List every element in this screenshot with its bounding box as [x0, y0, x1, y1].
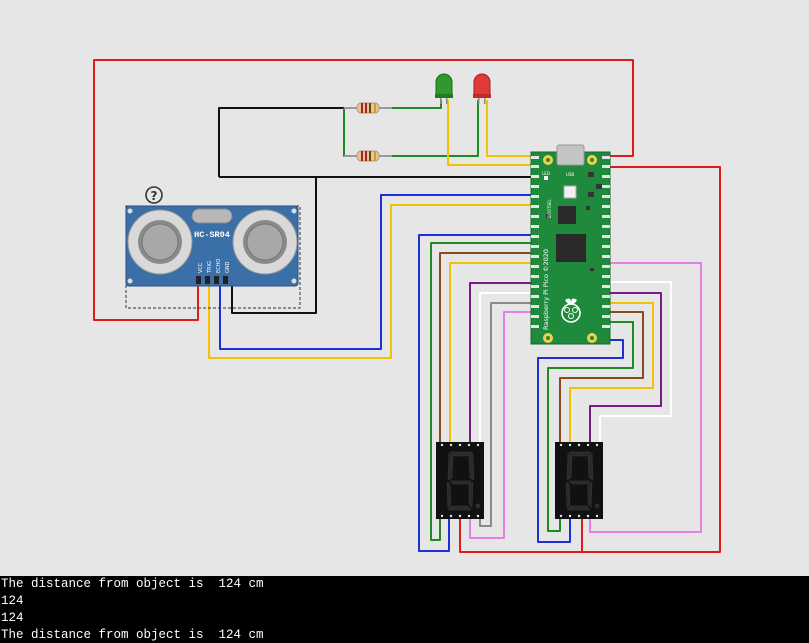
- pin-label-echo: ECHO: [216, 259, 222, 273]
- wire-yellow-led2[interactable]: [486, 100, 531, 157]
- wire-red-display1[interactable]: [459, 516, 720, 553]
- raspberry-logo: [561, 298, 581, 323]
- pin-label-vcc: VCC: [198, 262, 204, 273]
- wire-white-d1[interactable]: [479, 292, 531, 443]
- segments-1: [446, 451, 481, 511]
- wire-yellow-d1[interactable]: [449, 262, 531, 443]
- pico-smd: [546, 172, 602, 271]
- hc-sr04-sensor[interactable]: HC-SR04 VCC TRIG ECHO GND: [125, 205, 301, 309]
- seven-segment-display-2[interactable]: [555, 442, 603, 519]
- usb-label: USB: [566, 172, 574, 177]
- pico-pins-left: [531, 156, 539, 328]
- bootsel-label: BOOTSEL: [547, 199, 552, 218]
- serial-monitor[interactable]: The distance from object is 124 cm 124 1…: [0, 576, 809, 643]
- sensor-label: HC-SR04: [194, 230, 230, 240]
- wire-yellow-d2[interactable]: [569, 302, 654, 443]
- circuit-canvas[interactable]: HC-SR04 VCC TRIG ECHO GND ?: [0, 0, 809, 576]
- sensor-pin-labels: VCC TRIG ECHO GND: [198, 259, 231, 274]
- transducer-left: [127, 209, 193, 275]
- wire-blue-d2[interactable]: [537, 339, 624, 543]
- wire-blue-echo[interactable]: [219, 194, 531, 350]
- wire-gray-d1[interactable]: [479, 302, 531, 527]
- raspberry-pi-pico[interactable]: USB LED BOOTSEL Raspberry Pi Pico ©2020: [530, 144, 611, 345]
- pin-label-gnd: GND: [225, 261, 231, 273]
- led-green[interactable]: [435, 73, 453, 104]
- segments-2: [565, 451, 600, 511]
- led-label: LED: [542, 171, 550, 176]
- flash-chip: [558, 206, 576, 224]
- help-icon[interactable]: ?: [145, 186, 163, 204]
- pico-label: Raspberry Pi Pico ©2020: [542, 249, 550, 330]
- crystal: [191, 208, 233, 224]
- wire-black-res[interactable]: [218, 107, 358, 177]
- wire-pink-d2[interactable]: [589, 262, 702, 533]
- wire-black-gnd[interactable]: [231, 176, 531, 314]
- wire-green-d2[interactable]: [547, 321, 634, 532]
- wire-yellow-trig[interactable]: [208, 204, 531, 359]
- wire-brown-d2[interactable]: [559, 311, 644, 443]
- wires: [93, 59, 721, 553]
- help-glyph: ?: [151, 189, 158, 203]
- pico-pins-right: [602, 156, 610, 328]
- serial-line: 124: [1, 611, 24, 625]
- wire-white-d2[interactable]: [599, 281, 672, 443]
- wire-brown-d1[interactable]: [439, 252, 531, 443]
- serial-line: 124: [1, 594, 24, 608]
- resistor-1[interactable]: [344, 102, 392, 114]
- bootsel-button[interactable]: [563, 185, 577, 199]
- seven-segment-display-1[interactable]: [436, 442, 484, 519]
- wire-green-d1[interactable]: [430, 242, 531, 541]
- led-red[interactable]: [473, 73, 491, 104]
- wire-purple-d2[interactable]: [589, 292, 662, 443]
- transducer-right: [232, 209, 298, 275]
- serial-line: The distance from object is 124 cm: [1, 628, 264, 642]
- wire-green-led1[interactable]: [392, 100, 442, 109]
- wire-purple-d1[interactable]: [469, 282, 531, 443]
- sensor-pins: [196, 276, 228, 284]
- pin-label-trig: TRIG: [207, 261, 213, 274]
- usb-connector: [556, 144, 585, 166]
- resistor-2[interactable]: [344, 150, 392, 162]
- wire-red-vcc[interactable]: [93, 59, 634, 321]
- wire-yellow-led1[interactable]: [447, 100, 531, 166]
- pico-led: [544, 176, 548, 180]
- wire-green-res1[interactable]: [343, 108, 358, 157]
- wire-blue-d1[interactable]: [418, 234, 531, 552]
- serial-line: The distance from object is 124 cm: [1, 577, 264, 591]
- rp2040-chip: [556, 234, 586, 262]
- pico-mount-holes: [543, 155, 597, 343]
- wire-pink-d1[interactable]: [469, 311, 531, 539]
- wire-green-led2[interactable]: [392, 100, 479, 157]
